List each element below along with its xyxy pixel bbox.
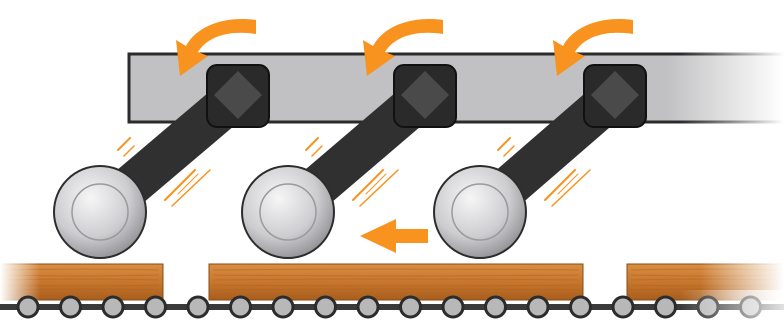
motion-streaks bbox=[305, 137, 399, 207]
motion-streaks bbox=[117, 137, 211, 207]
conveyor-roller bbox=[229, 295, 252, 319]
curved-counterclockwise-arrow-icon bbox=[553, 19, 633, 76]
wood-boards bbox=[0, 258, 784, 306]
conveyor-roller bbox=[654, 295, 677, 319]
conveyor-roller bbox=[186, 295, 210, 319]
conveyor-roller bbox=[314, 295, 337, 319]
conveyor-roller bbox=[569, 295, 592, 319]
press-roller bbox=[53, 165, 147, 259]
conveyor-roller bbox=[59, 295, 82, 319]
conveyor bbox=[0, 290, 784, 322]
conveyor-roller bbox=[101, 295, 125, 319]
left-arrow-icon bbox=[360, 219, 428, 253]
conveyor-roller bbox=[356, 295, 380, 319]
press-roller bbox=[241, 165, 335, 259]
motion-streaks bbox=[497, 137, 591, 207]
conveyor-roller bbox=[484, 295, 507, 319]
curved-counterclockwise-arrow-icon bbox=[363, 19, 443, 76]
press-unit bbox=[53, 19, 270, 259]
press-unit bbox=[433, 19, 647, 259]
conveyor-roller bbox=[144, 295, 167, 319]
conveyor-roller bbox=[399, 295, 422, 319]
conveyor-roller bbox=[441, 295, 465, 319]
curved-counterclockwise-arrow-icon bbox=[176, 19, 256, 76]
conveyor-roller bbox=[271, 295, 295, 319]
press-roller bbox=[433, 165, 527, 259]
wood-board bbox=[208, 263, 584, 301]
press-unit bbox=[241, 19, 457, 259]
conveyor-roller bbox=[16, 295, 40, 319]
conveyor-roller bbox=[526, 295, 550, 319]
conveyor-roller bbox=[611, 295, 635, 319]
